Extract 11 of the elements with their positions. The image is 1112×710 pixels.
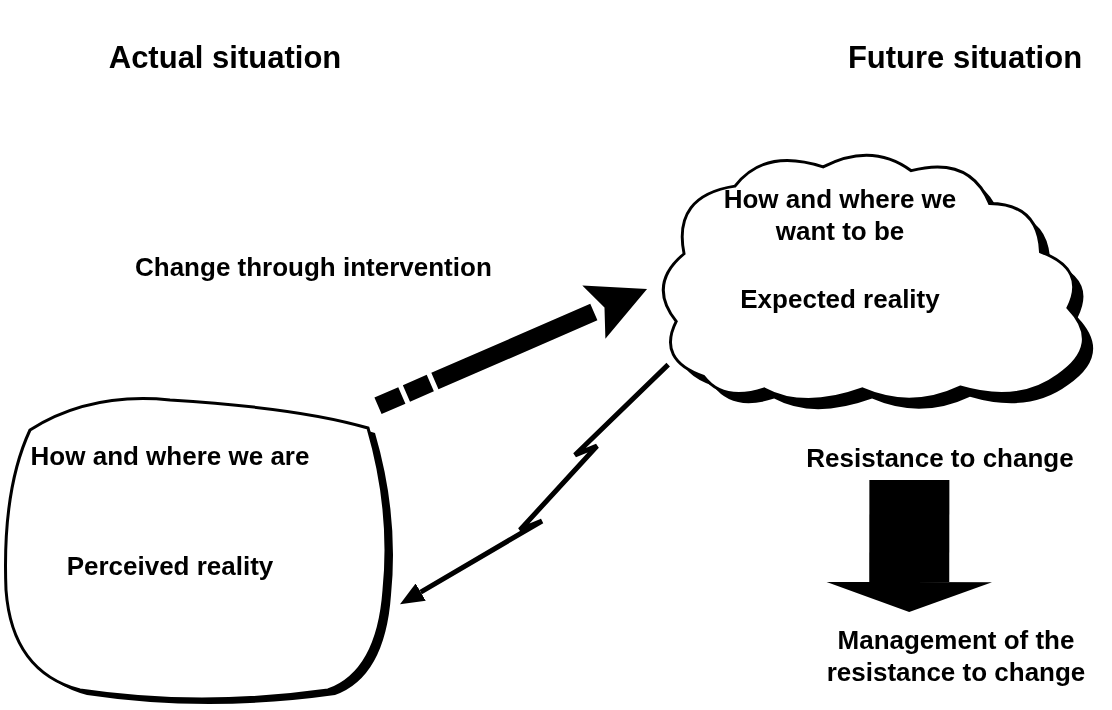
node-text: Perceived reality [65,550,275,582]
block-arrow [826,480,993,612]
node-text: Expected reality [739,283,941,315]
node-heading: How and where we want to be [722,183,958,247]
dashed-arrow [374,285,648,414]
caption-text: Resistance to change [805,442,1075,474]
lightning-arrow [400,362,670,605]
node-heading: How and where we are [29,440,311,472]
caption-text: Management of the resistance to change [825,624,1087,688]
section-heading: Future situation [847,40,1083,76]
section-heading: Actual situation [108,40,342,76]
